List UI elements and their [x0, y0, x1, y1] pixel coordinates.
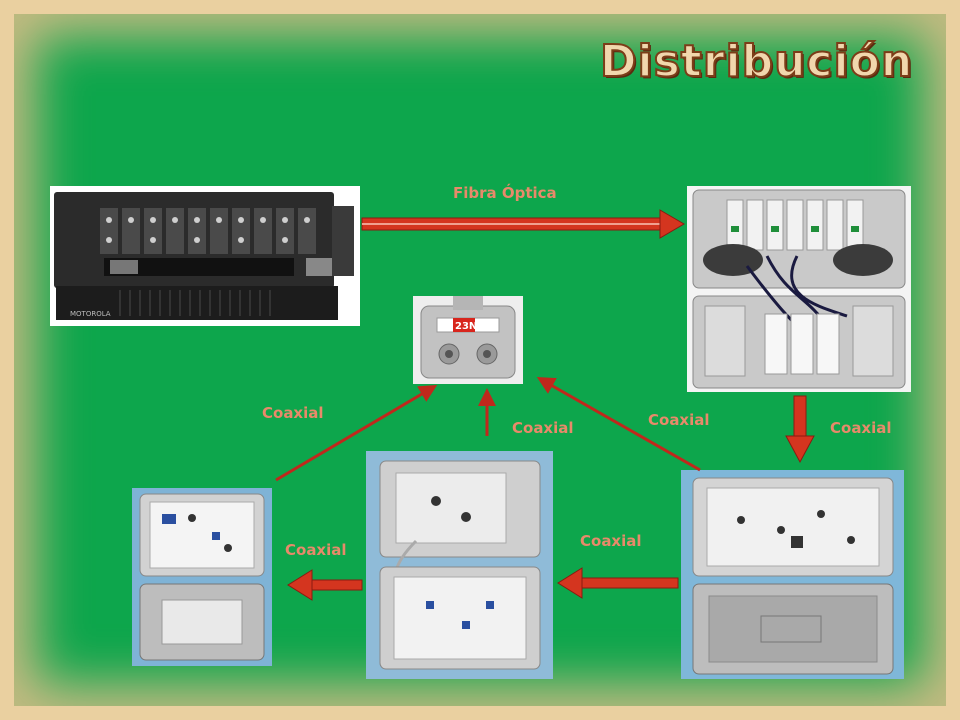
coax-arrow-trunk-to-tap	[536, 377, 701, 472]
headend-rack-image: MOTOROLA	[50, 186, 360, 326]
tap-value-text: 23N	[455, 321, 477, 332]
bridger-amplifier-image	[132, 488, 272, 666]
label-coaxial-bottom-right: Coaxial	[580, 532, 642, 550]
label-fibra-optica: Fibra Óptica	[453, 184, 557, 202]
label-coaxial-up-left: Coaxial	[262, 404, 324, 422]
coaxial-tap-image: 23N	[413, 296, 523, 384]
trunk-amplifier-image	[681, 470, 904, 679]
headend-brand-text: MOTOROLA	[70, 310, 111, 318]
label-coaxial-bottom-left: Coaxial	[285, 541, 347, 559]
coax-arrow-bridger-to-tap	[275, 384, 438, 482]
label-coaxial-center: Coaxial	[512, 419, 574, 437]
coax-arrow-extender-to-bridger	[287, 569, 363, 601]
coax-arrow-trunk-to-extender	[557, 567, 679, 599]
fiber-arrow	[361, 209, 685, 239]
coax-arrow-down	[785, 395, 815, 464]
slide-title: Distribución	[599, 35, 914, 88]
line-extender-image	[366, 451, 553, 679]
optical-node-image	[687, 186, 911, 392]
label-coaxial-right-down: Coaxial	[830, 419, 892, 437]
label-coaxial-right-diag: Coaxial	[648, 411, 710, 429]
